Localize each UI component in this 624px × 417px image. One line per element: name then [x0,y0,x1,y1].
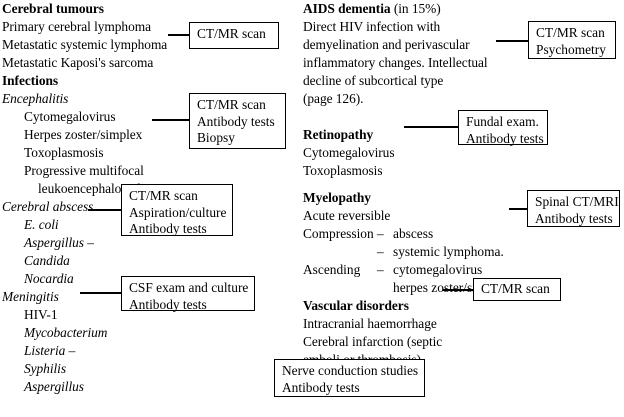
box-line: Antibody tests [466,130,544,146]
box-line: CSF exam and culture [129,280,249,295]
section-heading-aids-dementia: AIDS dementia (in 15%) [303,0,624,18]
spacer [2,396,288,414]
row-value: cytomegalovirus [393,262,483,277]
list-item: E. coli [24,217,59,232]
box-line: CT/MR scan [481,281,550,296]
list-item: Primary cerebral lymphoma [2,19,151,34]
list-item: Listeria – [24,343,76,358]
box-line: CT/MR scan [197,97,266,112]
box-line: Antibody tests [129,221,207,236]
connector-line-abscess [88,209,122,211]
list-item: Aspergillus [24,379,84,394]
subsection-heading-encephalitis: Encephalitis [2,91,69,106]
box-ct-mr-vascular[interactable]: CT/MR scan [473,278,561,301]
row-value: abscess [393,226,434,241]
row-label [303,279,377,297]
connector-line-myelopathy [509,208,528,210]
connector-line-dementia [496,40,529,42]
list-item: Nocardia [24,271,74,286]
spacer [303,180,624,189]
section-heading-myelopathy: Myelopathy [303,190,371,205]
section-heading-vascular-disorders: Vascular disorders [303,298,409,313]
list-item: Metastatic systemic lymphoma [2,37,168,52]
row-dash: – [377,226,384,241]
list-item: Progressive multifocal [24,163,144,178]
box-line: Antibody tests [535,210,613,226]
body-text: demyelination and perivascular [303,37,470,52]
list-item: Toxoplasmosis [303,163,383,178]
body-text: Direct HIV infection with [303,19,441,34]
list-item: Metastatic Kaposi's sarcoma [2,55,154,70]
box-fundal-retinopathy[interactable]: Fundal exam. Antibody tests [458,110,548,146]
box-line: CT/MR scan [129,188,198,203]
myelopathy-table: Compression – abscess – systemic lymphom… [303,225,509,297]
box-line: Psychometry [536,41,606,57]
row-dash: – [377,244,384,259]
connector-line-encephalitis [152,119,190,121]
list-item: Aspergillus – [24,235,94,250]
section-heading-infections: Infections [2,73,59,88]
box-spinal-myelopathy[interactable]: Spinal CT/MRI Antibody tests [527,190,620,227]
table-row: Compression – abscess [303,225,509,243]
table-row: – systemic lymphoma. [303,243,509,261]
list-item: Acute reversible [303,208,391,223]
box-line: CT/MR scan [536,25,605,40]
list-item: Cerebral infarction (septic [303,334,443,349]
left-column: Cerebral tumours Primary cerebral lympho… [2,0,288,417]
box-line: Aspiration/culture [129,204,227,220]
row-label: Ascending [303,262,361,277]
box-line: CT/MR scan [197,26,266,41]
list-item: Herpes zoster/simplex [24,127,143,142]
box-csf-meningitis[interactable]: CSF exam and culture Antibody tests [121,276,255,312]
list-item: HIV-1 [24,307,58,322]
list-item: Intracranial haemorrhage [303,316,437,331]
section-heading-retinopathy: Retinopathy [303,127,374,142]
box-line: Nerve conduction studies [282,363,419,378]
connector-line-vascular [443,289,474,291]
box-line: Antibody tests [197,113,275,129]
box-line: Biopsy [197,130,235,145]
box-ct-mr-tumours[interactable]: CT/MR scan [189,22,279,49]
box-ct-mr-abscess[interactable]: CT/MR scan Aspiration/culture Antibody t… [121,184,233,236]
box-line: Fundal exam. [466,114,539,129]
connector-line-meningitis [80,292,122,294]
row-value: systemic lymphoma. [393,244,504,259]
box-line: Antibody tests [282,379,360,395]
list-item: Cytomegalovirus [303,145,395,160]
section-heading-cerebral-tumours: Cerebral tumours [2,1,104,16]
box-ct-mr-encephalitis[interactable]: CT/MR scan Antibody tests Biopsy [189,93,286,149]
subsection-heading-cerebral-abscess: Cerebral abscess [2,199,94,214]
box-line: Antibody tests [129,296,207,312]
connector-line-tumours [168,34,190,36]
section-heading-suffix: (in 15%) [390,1,441,16]
section-heading-text: AIDS dementia [303,1,391,16]
subsection-heading-meningitis: Meningitis [2,289,59,304]
row-label: Compression [303,226,374,241]
box-ct-mr-dementia[interactable]: CT/MR scan Psychometry [528,21,616,59]
table-row: Ascending – cytomegalovirus [303,261,509,279]
body-text: decline of subcortical type [303,73,444,88]
row-label [303,243,377,261]
list-item: Candida [24,253,70,268]
box-line: Spinal CT/MRI [535,194,619,209]
body-text: inflammatory changes. Intellectual [303,55,488,70]
row-dash [377,279,393,297]
section-heading-peripheral-neuropathy: Peripheral neuropathy [2,414,288,417]
connector-line-retinopathy [404,126,459,128]
box-nerve-conduction[interactable]: Nerve conduction studies Antibody tests [274,359,425,397]
row-dash: – [377,262,384,277]
list-item: Mycobacterium [24,325,108,340]
body-text: (page 126). [303,91,364,106]
list-item: Cytomegalovirus [24,109,116,124]
list-item: Toxoplasmosis [24,145,104,160]
list-item: Syphilis [24,361,67,376]
